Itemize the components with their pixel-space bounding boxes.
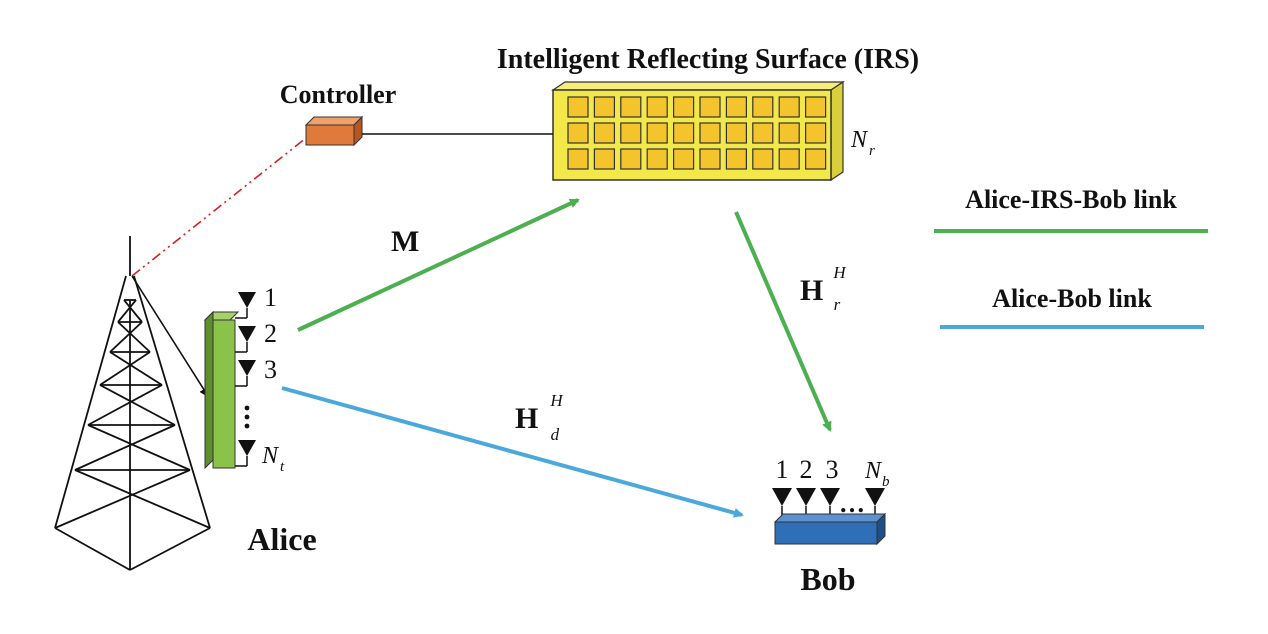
antenna-icon xyxy=(796,488,816,516)
irs-element xyxy=(593,96,616,118)
irs-element xyxy=(646,96,668,118)
irs-element xyxy=(567,122,589,144)
bob-antenna-2-label: 2 xyxy=(800,455,813,484)
irs-element xyxy=(567,96,589,118)
antenna-icon xyxy=(235,292,256,319)
irs-element xyxy=(752,122,774,144)
antenna-icon xyxy=(865,488,885,516)
irs-element xyxy=(725,122,748,144)
irs-element xyxy=(646,148,668,170)
bob-antennas xyxy=(772,488,885,516)
base-station-tower xyxy=(54,236,211,571)
alice-antenna-2-label: 2 xyxy=(264,319,277,348)
antenna-icon xyxy=(235,360,256,387)
antenna-icon xyxy=(235,440,256,467)
channel-m-label: M xyxy=(391,225,419,258)
irs-element xyxy=(752,96,774,118)
bob-label: Bob xyxy=(800,561,855,597)
tower-controller-link xyxy=(131,137,307,277)
bob-ellipsis: … xyxy=(839,489,865,518)
alice-antenna-1-label: 1 xyxy=(264,283,277,312)
alice-label: Alice xyxy=(247,521,316,557)
irs-element xyxy=(778,96,800,118)
irs-element xyxy=(778,122,800,144)
irs-element xyxy=(725,96,748,118)
irs-element xyxy=(593,148,616,170)
bob-antenna-1-label: 1 xyxy=(776,455,789,484)
irs-element xyxy=(593,122,616,144)
irs-element xyxy=(699,96,721,118)
irs-element xyxy=(672,148,695,170)
tower-array-connector xyxy=(131,275,210,398)
irs-element xyxy=(620,96,642,118)
irs-element xyxy=(699,122,721,144)
irs-element xyxy=(620,148,642,170)
antenna-icon xyxy=(772,488,792,516)
alice-irs-link-arrow xyxy=(297,198,580,332)
irs-element xyxy=(804,122,827,144)
legend: Alice-IRS-Bob link Alice-Bob link xyxy=(934,185,1208,329)
irs-reflecting-elements xyxy=(567,96,827,170)
alice-bob-link-arrow xyxy=(281,386,744,518)
bob-antenna-3-label: 3 xyxy=(826,455,839,484)
bob-antenna-count-label: Nb xyxy=(864,458,890,490)
irs-element xyxy=(778,148,800,170)
alice-antennas xyxy=(235,292,256,467)
irs-panel xyxy=(551,80,845,182)
irs-element xyxy=(646,122,668,144)
controller-box xyxy=(304,115,364,147)
irs-title: Intelligent Reflecting Surface (IRS) xyxy=(497,44,919,75)
legend-label-alice-bob: Alice-Bob link xyxy=(992,284,1152,313)
alice-ellipsis xyxy=(244,405,250,429)
controller-label: Controller xyxy=(280,80,397,109)
irs-element xyxy=(725,148,748,170)
irs-element xyxy=(804,96,827,118)
irs-element xyxy=(804,148,827,170)
alice-antenna-array xyxy=(203,310,240,470)
antenna-icon xyxy=(820,488,840,516)
legend-label-alice-irs-bob: Alice-IRS-Bob link xyxy=(965,185,1177,214)
irs-element xyxy=(567,148,589,170)
irs-element xyxy=(699,148,721,170)
antenna-icon xyxy=(235,326,256,353)
alice-antenna-3-label: 3 xyxy=(264,355,277,384)
irs-bob-link-arrow xyxy=(734,211,832,432)
irs-element xyxy=(672,96,695,118)
irs-element xyxy=(752,148,774,170)
irs-element xyxy=(672,122,695,144)
bob-receiver-box xyxy=(773,512,887,546)
irs-element xyxy=(620,122,642,144)
